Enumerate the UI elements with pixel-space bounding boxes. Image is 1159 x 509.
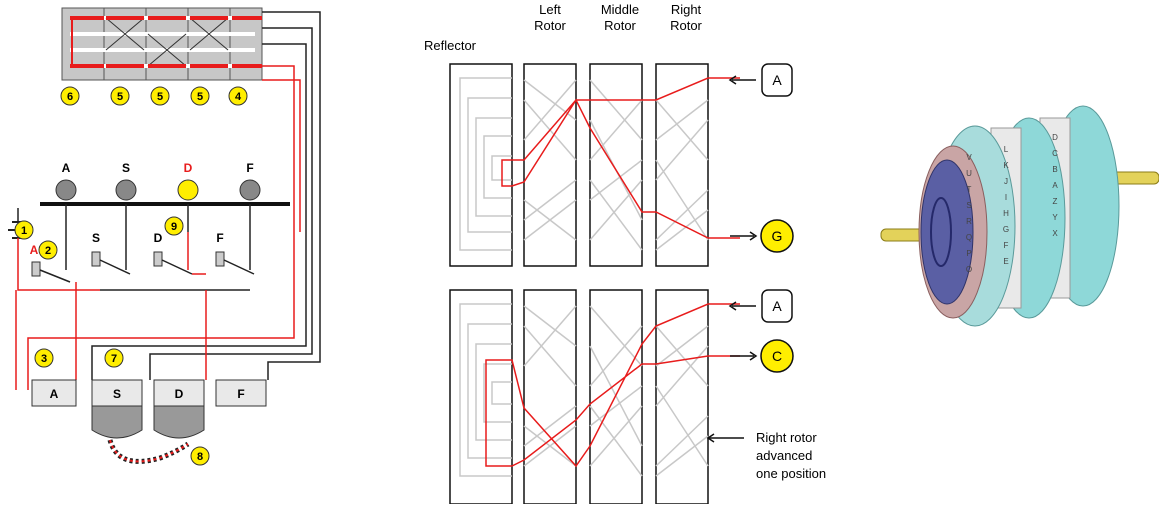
enigma-wiring-diagram: 6 5 5 5 4 A S D F [0, 0, 330, 504]
step-marker-5c [190, 86, 210, 106]
switch-label-f: F [216, 231, 223, 245]
key-label-d: D [175, 387, 184, 401]
switch-label-a: A [30, 243, 39, 257]
switch-a [31, 261, 41, 277]
switch-d [153, 251, 163, 267]
switch-label-s: S [92, 231, 100, 245]
svg-text:P: P [966, 249, 971, 258]
svg-text:H: H [1003, 209, 1009, 218]
step-marker-4-label: 4 [235, 91, 242, 103]
key-label-s: S [113, 387, 121, 401]
svg-text:K: K [1003, 161, 1009, 170]
svg-text:U: U [966, 169, 972, 178]
bottom-signal-path [485, 303, 740, 468]
svg-text:A: A [1052, 181, 1058, 190]
svg-text:Z: Z [1053, 197, 1058, 206]
svg-text:R: R [966, 217, 972, 226]
step-marker-1-label: 1 [21, 225, 27, 237]
lamp-a [55, 179, 77, 201]
rotor-face [920, 159, 974, 305]
svg-text:D: D [1052, 133, 1058, 142]
svg-text:C: C [1052, 149, 1058, 158]
plug-socket-d [153, 405, 205, 439]
top-output-lamp [760, 219, 794, 253]
svg-text:Y: Y [1052, 213, 1058, 222]
header-left-rotor-line1: Left [539, 2, 561, 17]
rotor-stack [61, 7, 263, 81]
top-signal-path [501, 77, 740, 239]
rotor-3d-svg: VUT SRQ PO LKJ IHG FE DCB AZY X [880, 105, 1159, 327]
lamp-f [239, 179, 261, 201]
key-f [215, 379, 267, 407]
top-input-letter: A [772, 72, 782, 88]
step-marker-4 [228, 86, 248, 106]
step-marker-3-label: 3 [41, 353, 47, 365]
svg-text:G: G [1003, 225, 1009, 234]
svg-text:S: S [966, 201, 971, 210]
svg-text:Q: Q [966, 233, 972, 242]
key-d [153, 379, 205, 407]
key-s [91, 379, 143, 407]
svg-text:L: L [1004, 145, 1009, 154]
svg-text:O: O [966, 265, 972, 274]
lamp-s [115, 179, 137, 201]
step-marker-8-label: 8 [197, 451, 203, 463]
svg-text:E: E [1003, 257, 1008, 266]
bottom-output-letter: C [772, 348, 782, 364]
key-label-a: A [50, 387, 59, 401]
svg-text:B: B [1052, 165, 1057, 174]
switch-label-d: D [154, 231, 163, 245]
bottom-case [449, 289, 709, 505]
lamp-label-s: S [122, 161, 130, 175]
top-case [449, 63, 709, 267]
step-marker-5a [110, 86, 130, 106]
step-marker-1 [14, 220, 34, 240]
step-marker-9-label: 9 [171, 221, 177, 233]
key-a [31, 379, 77, 407]
step-marker-5c-label: 5 [197, 91, 203, 103]
switch-f [215, 251, 225, 267]
key-label-f: F [237, 387, 244, 401]
svg-text:F: F [1004, 241, 1009, 250]
step-marker-7-label: 7 [111, 353, 117, 365]
step-marker-8 [190, 446, 210, 466]
step-marker-3 [34, 348, 54, 368]
wiring-svg: 6 5 5 5 4 A S D F [8, 7, 321, 466]
top-output-letter: G [772, 228, 783, 244]
lamp-label-d: D [184, 161, 193, 175]
step-marker-9 [164, 216, 184, 236]
svg-text:X: X [1052, 229, 1058, 238]
bottom-output-lamp [760, 339, 794, 373]
step-marker-5a-label: 5 [117, 91, 123, 103]
step-marker-5b-label: 5 [157, 91, 163, 103]
switch-s [91, 251, 101, 267]
plug-socket-s [91, 405, 143, 439]
lamp-label-f: F [246, 161, 253, 175]
svg-text:V: V [966, 153, 972, 162]
step-marker-2-label: 2 [45, 245, 51, 257]
svg-text:I: I [1005, 193, 1007, 202]
svg-text:J: J [1004, 177, 1008, 186]
step-marker-6 [60, 86, 80, 106]
step-marker-6-label: 6 [67, 91, 73, 103]
header-reflector: Reflector [424, 38, 477, 53]
bottom-input-key [761, 289, 793, 323]
bottom-input-letter: A [772, 298, 782, 314]
step-marker-5b [150, 86, 170, 106]
lamp-label-a: A [62, 161, 71, 175]
top-input-key [761, 63, 793, 97]
svg-text:T: T [967, 185, 972, 194]
step-marker-7 [104, 348, 124, 368]
lamp-d [177, 179, 199, 201]
header-left-rotor-line2: Rotor [534, 18, 566, 33]
step-marker-2 [38, 240, 58, 260]
